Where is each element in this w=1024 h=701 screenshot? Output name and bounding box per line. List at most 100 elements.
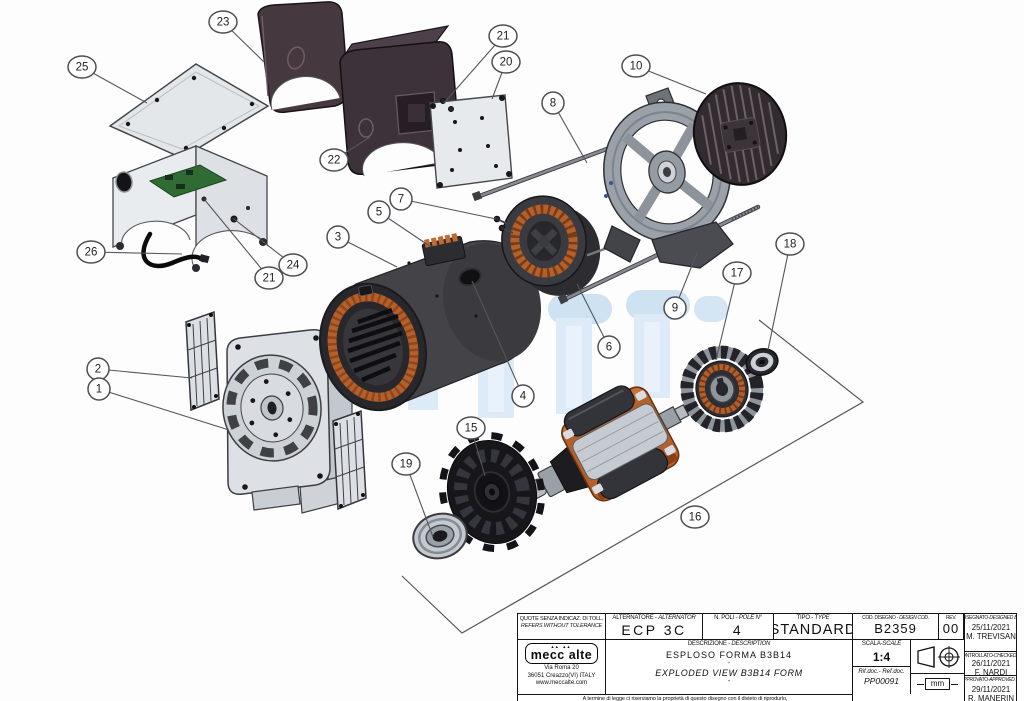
ref-doc-label: Rif.doc.- Ref.doc. xyxy=(858,669,905,675)
accessory-panel xyxy=(429,94,513,189)
callout-number-4: 4 xyxy=(520,391,527,403)
leader-line-2 xyxy=(97,368,193,379)
designed-name: M. TREVISAN xyxy=(966,632,1016,641)
signature-column: DISEGNATO-DESIGNED BY 25/11/2021 M. TREV… xyxy=(964,614,1016,701)
leader-line-1 xyxy=(98,388,230,431)
terminal-box-cover-front xyxy=(257,1,349,114)
description-cell: DESCRIZIONE - DESCRIPTION ESPLOSO FORMA … xyxy=(606,640,853,694)
address-line-3: www.meccalte.com xyxy=(535,680,588,686)
type-value: STANDARD xyxy=(774,622,853,638)
callout-balloon-24 xyxy=(278,253,308,277)
checked-date: 26/11/2021 xyxy=(971,659,1011,668)
address-line-1: Via Roma 20 xyxy=(544,665,579,671)
exciter-rotor xyxy=(680,345,764,433)
leader-line-21 xyxy=(203,198,270,279)
callout-balloon-8 xyxy=(541,91,565,115)
callout-number-24: 24 xyxy=(287,260,300,272)
rev-label: REV. xyxy=(945,615,956,621)
exciter-stator xyxy=(501,195,601,296)
callout-number-15: 15 xyxy=(465,423,478,435)
leader-line-26 xyxy=(90,251,183,255)
leader-line-17 xyxy=(715,272,738,361)
callout-number-7: 7 xyxy=(398,194,404,206)
callout-balloon-4 xyxy=(511,384,535,408)
leader-line-6 xyxy=(576,283,610,348)
callout-number-20: 20 xyxy=(500,57,513,69)
callout-balloon-23 xyxy=(208,10,238,34)
tolerance-cell: QUOTE SENZA INDICAZ. DI TOLL. REFERS WIT… xyxy=(518,614,606,640)
logo-cell: ▴▴ ▴▴ mecc alte Via Roma 20 36051 Creazz… xyxy=(518,640,606,694)
checked-name: F. NARDI xyxy=(974,668,1008,676)
ref-doc-cell: Rif.doc.- Ref.doc. PP00091 xyxy=(853,667,911,694)
callout-number-3: 3 xyxy=(335,232,341,244)
rev-value: 00 xyxy=(942,621,960,636)
callout-number-23: 23 xyxy=(217,17,230,29)
approved-label: APPROVATO-APPROVED BY xyxy=(965,677,1016,683)
side-grille-left xyxy=(185,310,220,412)
callout-balloon-5 xyxy=(367,200,391,224)
side-grille-right xyxy=(332,409,367,511)
rear-bracket xyxy=(603,87,734,269)
approved-name: R. MANERIN xyxy=(968,694,1014,701)
designed-cell: DISEGNATO-DESIGNED BY 25/11/2021 M. TREV… xyxy=(965,614,1016,652)
panel-screw xyxy=(448,106,454,112)
callout-number-17: 17 xyxy=(731,268,744,280)
address-line-2: 36051 Creazzo(VI) ITALY xyxy=(527,672,596,679)
callout-balloon-10 xyxy=(621,54,651,78)
alternator-value: ECP 3C xyxy=(621,622,687,638)
callout-number-2: 2 xyxy=(95,364,101,376)
rotor-group-bracket-line xyxy=(401,319,865,634)
callout-number-25: 25 xyxy=(76,62,89,74)
exciter-screws xyxy=(493,215,514,234)
design-code-value: B2359 xyxy=(874,621,917,636)
callout-balloon-21 xyxy=(488,24,518,48)
callout-number-9: 9 xyxy=(672,303,678,315)
alternator-cell: ALTERNATORE - ALTERNATOR ECP 3C xyxy=(606,614,703,640)
approved-date: 29/11/2021 xyxy=(971,685,1011,694)
ref-doc-value: PP00091 xyxy=(864,676,899,686)
callout-number-21: 21 xyxy=(497,31,510,43)
group-bracket-16 xyxy=(401,319,865,634)
poles-label: N. POLI - POLE N° xyxy=(714,615,762,621)
callout-balloon-20 xyxy=(491,50,521,74)
callout-number-10: 10 xyxy=(630,61,643,73)
type-cell: TIPO - TYPE STANDARD xyxy=(774,614,853,640)
type-label: TIPO - TYPE xyxy=(796,615,830,621)
callout-balloon-21 xyxy=(254,266,284,290)
callout-number-1: 1 xyxy=(96,384,102,396)
scale-value: 1:4 xyxy=(872,650,891,664)
stator-frame xyxy=(318,233,542,412)
callout-number-8: 8 xyxy=(550,98,556,110)
leader-line-18 xyxy=(767,243,791,351)
voltage-regulator-board xyxy=(148,164,228,198)
callout-number-18: 18 xyxy=(784,239,797,251)
scale-cell: SCALA-SCALE 1:4 xyxy=(853,640,911,667)
callout-number-21: 21 xyxy=(263,273,276,285)
designed-label: DISEGNATO-DESIGNED BY xyxy=(965,615,1016,621)
callout-balloon-26 xyxy=(76,240,106,264)
poles-value: 4 xyxy=(732,622,744,638)
description-italian: ESPLOSO FORMA B3B14 xyxy=(665,650,793,660)
design-code-cell: COD. DISEGNO - DESIGN COD. B2359 xyxy=(853,614,939,640)
meccalte-logo: ▴▴ ▴▴ mecc alte xyxy=(524,643,599,664)
callout-balloon-25 xyxy=(67,55,97,79)
frame-grommet-hole xyxy=(458,267,482,287)
designed-date: 25/11/2021 xyxy=(971,623,1011,632)
bearing-rear xyxy=(745,348,779,376)
callout-balloon-19 xyxy=(391,452,421,476)
callout-number-19: 19 xyxy=(400,459,413,471)
callout-balloon-3 xyxy=(326,225,350,249)
power-cable xyxy=(141,231,206,269)
callout-balloon-15 xyxy=(456,416,486,440)
terminal-strip xyxy=(421,233,466,267)
callout-balloon-22 xyxy=(319,148,349,172)
terminal-box-cover-rear xyxy=(338,25,461,177)
units-tick-right xyxy=(951,683,959,685)
alternator-label: ALTERNATORE - ALTERNATOR xyxy=(612,615,696,621)
callout-balloon-18 xyxy=(775,232,805,256)
callout-number-22: 22 xyxy=(328,155,341,167)
description-label: DESCRIZIONE - DESCRIPTION xyxy=(687,641,771,647)
checked-cell: CONTROLLATO-CHECKED BY 26/11/2021 F. NAR… xyxy=(965,652,1016,676)
leader-line-21 xyxy=(443,35,504,104)
